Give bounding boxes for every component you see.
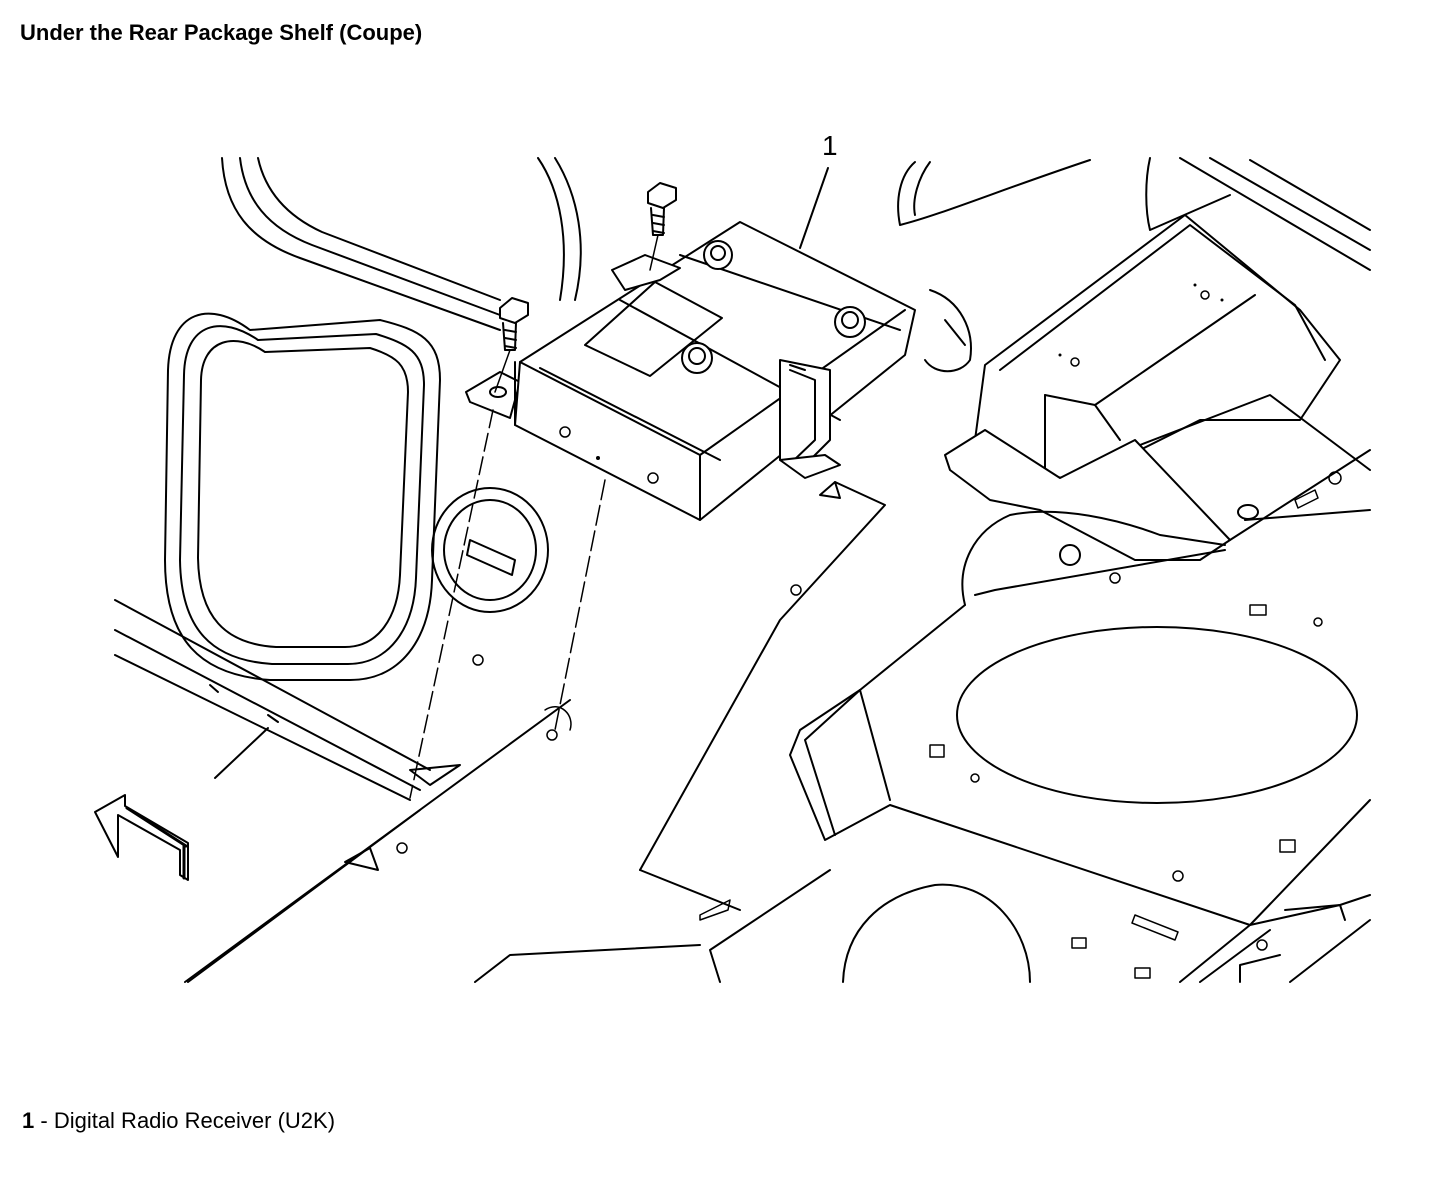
rear-window-opening xyxy=(164,312,441,681)
legend-number: 1 xyxy=(22,1108,35,1133)
legend-item-1: 1 - Digital Radio Receiver (U2K) xyxy=(22,1108,335,1134)
page-title: Under the Rear Package Shelf (Coupe) xyxy=(20,20,423,45)
legend-separator: - xyxy=(34,1108,54,1133)
callout-1: 1 xyxy=(822,130,838,161)
shelf-footprint-outline xyxy=(544,481,886,921)
right-cross-member xyxy=(944,394,1371,561)
left-speaker-opening xyxy=(431,487,549,613)
lower-left-sill xyxy=(114,599,571,983)
bolt-left xyxy=(396,297,529,854)
right-channel-support xyxy=(974,214,1341,481)
mounting-nut-top xyxy=(703,240,733,270)
right-floor-panel xyxy=(474,510,1371,983)
legend-description: Digital Radio Receiver (U2K) xyxy=(53,1108,336,1133)
arrow-icon xyxy=(94,794,189,881)
bolt-right xyxy=(647,182,677,271)
mounting-nut-center xyxy=(681,342,713,374)
mounting-nut-right xyxy=(834,306,866,338)
right-upper-contours xyxy=(897,157,1371,271)
digital-radio-receiver xyxy=(465,221,916,521)
upper-panel-contours xyxy=(221,157,582,331)
right-speaker-opening xyxy=(924,289,972,373)
